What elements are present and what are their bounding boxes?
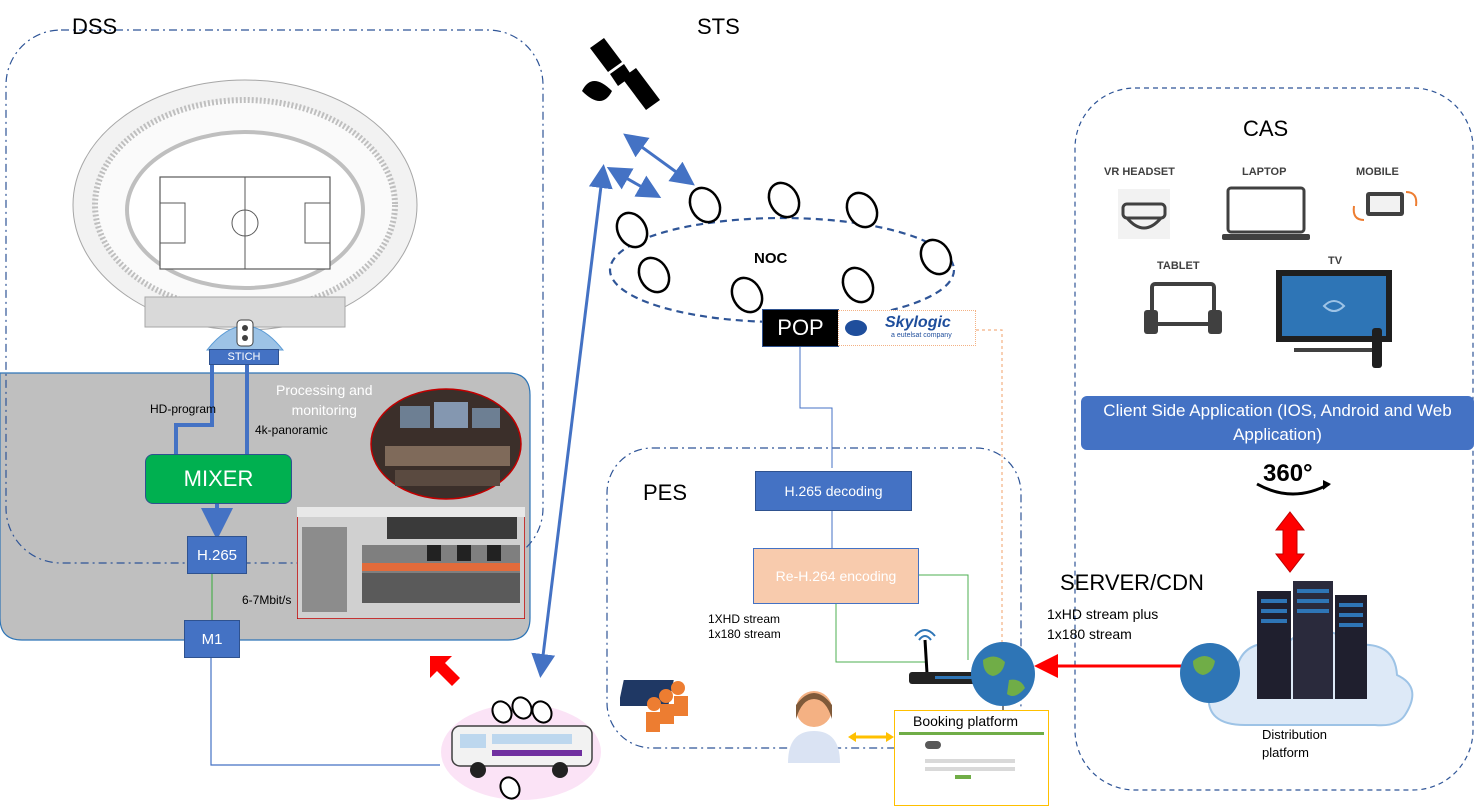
globe-icon xyxy=(971,642,1035,706)
booking-field-icon xyxy=(925,767,1015,771)
pes-label: PES xyxy=(643,480,688,505)
booking-field-icon xyxy=(925,759,1015,763)
cas-container xyxy=(1074,87,1474,791)
ob-van-icon xyxy=(441,696,601,800)
dss-label: DSS xyxy=(72,14,118,39)
pop-box: POP xyxy=(762,309,839,347)
skylogic-name: Skylogic xyxy=(885,314,951,331)
badge-360-text: 360° xyxy=(1263,460,1313,487)
uplink-arrow xyxy=(430,656,460,686)
noc-label: NOC xyxy=(754,250,788,267)
dish-icon xyxy=(845,191,879,229)
cdn-streams-label: 1xHD stream plus 1x180 stream xyxy=(1047,606,1159,642)
hd-program-label: HD-program xyxy=(150,402,217,416)
dish-icon xyxy=(919,238,953,276)
device-label-laptop: LAPTOP xyxy=(1242,166,1287,178)
tablet-icon xyxy=(1144,282,1222,334)
skylogic-logo: Skylogic a eutelsat company xyxy=(838,310,976,346)
cdn-cloud-icon xyxy=(1180,581,1414,727)
satellite-icon xyxy=(582,38,660,110)
tv-icon xyxy=(1276,270,1392,368)
rotate-icon xyxy=(1256,480,1331,496)
booking-login-button[interactable] xyxy=(955,775,971,779)
stich-box: STICH xyxy=(209,349,279,365)
h264-encoding-box: Re-H.264 encoding xyxy=(753,548,919,604)
mobile-icon xyxy=(1352,191,1418,221)
control-room-photo xyxy=(370,388,522,500)
device-label-tv: TV xyxy=(1328,255,1343,267)
dish-icon xyxy=(767,181,801,219)
badge-360: 360° xyxy=(1253,458,1333,498)
h265-decoding-box: H.265 decoding xyxy=(755,471,912,511)
dish-icon xyxy=(615,211,649,249)
skylogic-eye-icon xyxy=(845,320,867,336)
device-label-vr: VR HEADSET xyxy=(1104,166,1175,178)
booking-divider xyxy=(899,732,1044,735)
device-label-mobile: MOBILE xyxy=(1356,166,1399,178)
camera-icon xyxy=(205,319,285,351)
dish-icon xyxy=(841,266,875,304)
processing-label: Processing and monitoring xyxy=(276,382,373,418)
operators-icon xyxy=(620,680,688,732)
dish-icon xyxy=(730,276,764,314)
laptop-icon xyxy=(1222,186,1310,240)
bitrate-label: 6-7Mbit/s xyxy=(242,593,292,607)
client-app-box: Client Side Application (IOS, Android an… xyxy=(1081,396,1474,450)
skylogic-tagline: a eutelsat company xyxy=(891,332,952,339)
sts-label: STS xyxy=(697,14,740,39)
booking-platform: Booking platform xyxy=(894,710,1049,806)
vr-headset-icon xyxy=(1118,189,1170,239)
operators-room-photo xyxy=(297,507,525,619)
device-label-tablet: TABLET xyxy=(1157,260,1200,272)
agent-icon xyxy=(788,691,840,763)
distribution-label: Distribution platform xyxy=(1262,727,1328,760)
dish-array xyxy=(615,181,953,314)
cdn-to-360-arrow xyxy=(1274,511,1306,573)
dish-icon xyxy=(688,186,722,224)
stadium-image xyxy=(72,79,418,331)
h265-box: H.265 xyxy=(187,536,247,574)
dish-icon xyxy=(637,256,671,294)
panoramic-label: 4k-panoramic xyxy=(255,423,328,437)
booking-title: Booking platform xyxy=(913,713,1019,729)
booking-logo-icon xyxy=(925,741,941,749)
mixer-box: MIXER xyxy=(145,454,292,504)
pes-streams-label: 1XHD stream 1x180 stream xyxy=(708,612,781,641)
m1-box: M1 xyxy=(184,620,240,658)
server-cdn-label: SERVER/CDN xyxy=(1060,570,1204,595)
cas-label: CAS xyxy=(1243,116,1289,141)
